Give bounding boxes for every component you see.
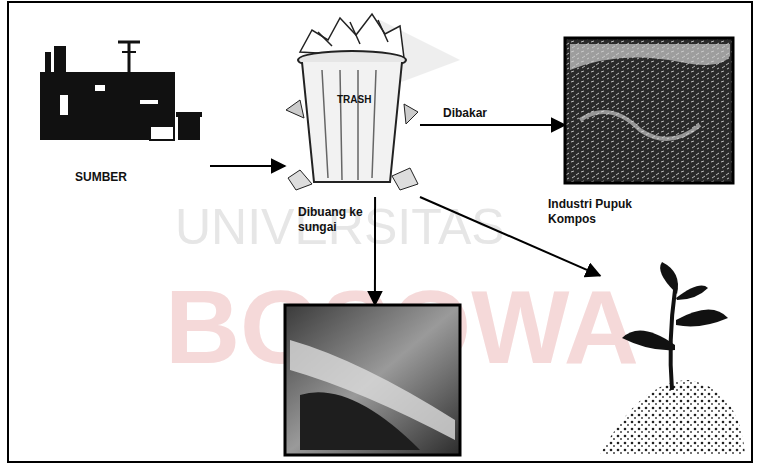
river-node (285, 305, 460, 455)
burning-photo (565, 38, 733, 183)
compost-node (600, 268, 740, 458)
factory-illustration (40, 42, 202, 140)
node-label: TRASH (337, 94, 371, 106)
source-node: SUMBER (35, 35, 210, 190)
edge-label: Industri Pupuk Kompos (548, 197, 644, 227)
trash-can-illustration (286, 14, 418, 190)
river-photo (285, 305, 460, 455)
node-label: SUMBER (75, 171, 127, 185)
frame (8, 2, 752, 462)
edge-label: Dibuang ke sungai (298, 205, 372, 235)
burning-node (565, 38, 733, 183)
trash-can-node: TRASH (285, 12, 420, 197)
flow-arrow (210, 165, 285, 167)
edge-label: Dibakar (443, 106, 533, 121)
flow-arrow (420, 124, 565, 126)
